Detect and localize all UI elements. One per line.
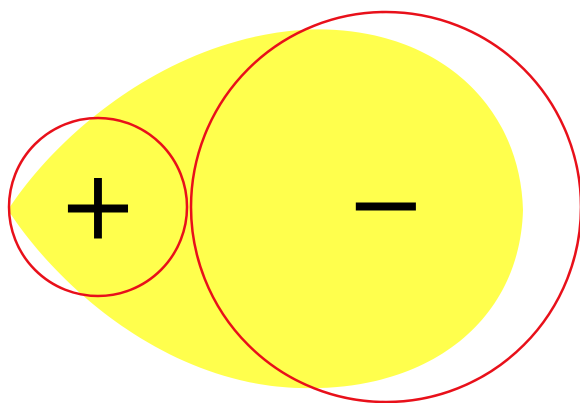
right-circle [189, 10, 580, 403]
plus-sign: + [58, 149, 138, 261]
minus-sign: − [346, 147, 426, 259]
shaded-region [8, 29, 523, 389]
left-circle [7, 116, 189, 298]
